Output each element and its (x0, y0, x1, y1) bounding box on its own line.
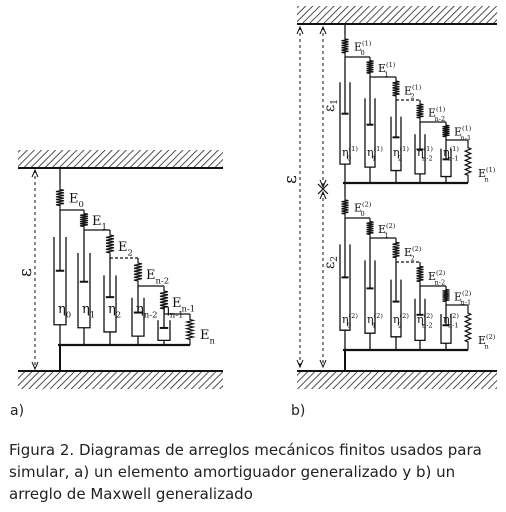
b1-spring-4 (442, 122, 450, 140)
a-spring-1 (79, 210, 89, 230)
strain-arrow-b (296, 25, 304, 369)
b2-spring-1 (366, 218, 374, 238)
b2-dashpot-3 (414, 286, 426, 350)
b1-spring-0 (341, 35, 349, 57)
junction-cross (317, 183, 329, 195)
a-spring-last (184, 314, 196, 345)
a-viscosity-3: ηn-2 (136, 302, 157, 320)
b1-dashpot-1 (364, 77, 376, 183)
b2-viscosity-2: η(2)2 (393, 312, 409, 329)
b2-modulus-2: E(2)2 (404, 245, 422, 262)
a-dashpot-2 (103, 258, 117, 345)
bottom-wall-hatch (18, 371, 223, 389)
a-modulus-1: E1 (92, 214, 107, 232)
strain-label-b2: ε2 (322, 256, 340, 269)
a-modulus-4: En-1 (172, 296, 195, 314)
a-modulus-last: En (200, 328, 216, 346)
b2-spring-4 (442, 286, 450, 305)
b2-spring-last (463, 305, 473, 350)
a-spring-0 (55, 185, 65, 210)
a-modulus-2: E2 (118, 240, 133, 258)
a-dashpot-4 (157, 314, 171, 345)
b1-dashpot-3 (414, 122, 426, 183)
a-viscosity-1: η1 (82, 302, 95, 320)
b1-viscosity-4: η(1)n-1 (443, 145, 459, 162)
a-viscosity-0: η0 (58, 302, 71, 320)
arrow-head (31, 168, 39, 178)
b2-modulus-3: E(2)n-2 (428, 269, 446, 286)
b2-dashpot-1 (364, 238, 376, 350)
bottom-wall-hatch (297, 371, 497, 389)
arrow-head (296, 25, 304, 35)
a-dashpot-1 (77, 230, 91, 345)
b1-viscosity-3: η(1)n-2 (417, 145, 433, 162)
strain-label-b1: ε1 (322, 99, 340, 112)
arrow-head (296, 359, 304, 369)
b2-modulus-4: E(2)n-1 (454, 289, 472, 306)
b1-modulus-1: E(1)1 (378, 61, 396, 78)
b1-spring-2 (392, 77, 400, 100)
a-spring-2 (105, 230, 115, 258)
b2-modulus-1: E(2)1 (378, 222, 396, 239)
b2-viscosity-1: η(2)1 (367, 312, 383, 329)
b1-spring-3 (416, 100, 424, 122)
b1-dashpot-2 (390, 100, 402, 183)
b2-viscosity-0: η(2)0 (342, 312, 358, 329)
b1-modulus-last: E(1)n (478, 166, 496, 183)
panel-b-label: b) (291, 403, 305, 419)
panel-b-generalized-maxwell: εε1ε2E(1)0η(1)0E(1)1η(1)1E(1)2η(1)2E(1)n… (281, 6, 497, 389)
b2-modulus-last: E(2)n (478, 333, 496, 350)
arrow-head (319, 190, 327, 200)
top-wall-hatch (297, 6, 497, 24)
arrow-head (319, 359, 327, 369)
arrow-head (31, 361, 39, 371)
b1-modulus-4: E(1)n-1 (454, 125, 472, 142)
strain-label-a: ε (16, 268, 36, 277)
b1-modulus-0: E(1)0 (354, 39, 372, 56)
strain-arrow-b2 (319, 190, 327, 369)
b2-spring-0 (341, 196, 349, 218)
b1-spring-last (463, 140, 473, 183)
panel-a-label: a) (10, 403, 24, 419)
a-spring-3 (133, 258, 143, 286)
b2-spring-2 (392, 238, 400, 262)
b1-dashpot-0 (339, 57, 351, 183)
top-wall-hatch (18, 150, 223, 168)
a-modulus-0: E0 (69, 192, 84, 210)
b1-modulus-2: E(1)2 (404, 83, 422, 100)
b1-viscosity-0: η(1)0 (342, 145, 358, 162)
b2-spring-3 (416, 262, 424, 286)
b2-viscosity-4: η(2)n-1 (443, 312, 459, 329)
b2-dashpot-0 (339, 218, 351, 350)
b1-viscosity-1: η(1)1 (367, 145, 383, 162)
a-viscosity-2: η2 (108, 302, 121, 320)
strain-arrow-a (31, 168, 39, 371)
arrow-head (319, 25, 327, 35)
a-spring-4 (159, 286, 169, 314)
b2-dashpot-2 (390, 262, 402, 350)
b2-modulus-0: E(2)0 (354, 200, 372, 217)
figure-caption: Figura 2. Diagramas de arreglos mecánico… (9, 441, 482, 503)
strain-label-b: ε (281, 175, 301, 184)
a-modulus-3: En-2 (146, 268, 169, 286)
b2-viscosity-3: η(2)n-2 (417, 312, 433, 329)
strain-arrow-b1 (319, 25, 327, 189)
a-dashpot-0 (53, 210, 67, 345)
b1-viscosity-2: η(1)2 (393, 145, 409, 162)
b1-modulus-3: E(1)n-2 (428, 106, 446, 123)
arrow-head (319, 179, 327, 189)
b1-spring-1 (366, 57, 374, 77)
b2-dashpot-4 (440, 305, 452, 350)
a-dashpot-3 (131, 286, 145, 345)
